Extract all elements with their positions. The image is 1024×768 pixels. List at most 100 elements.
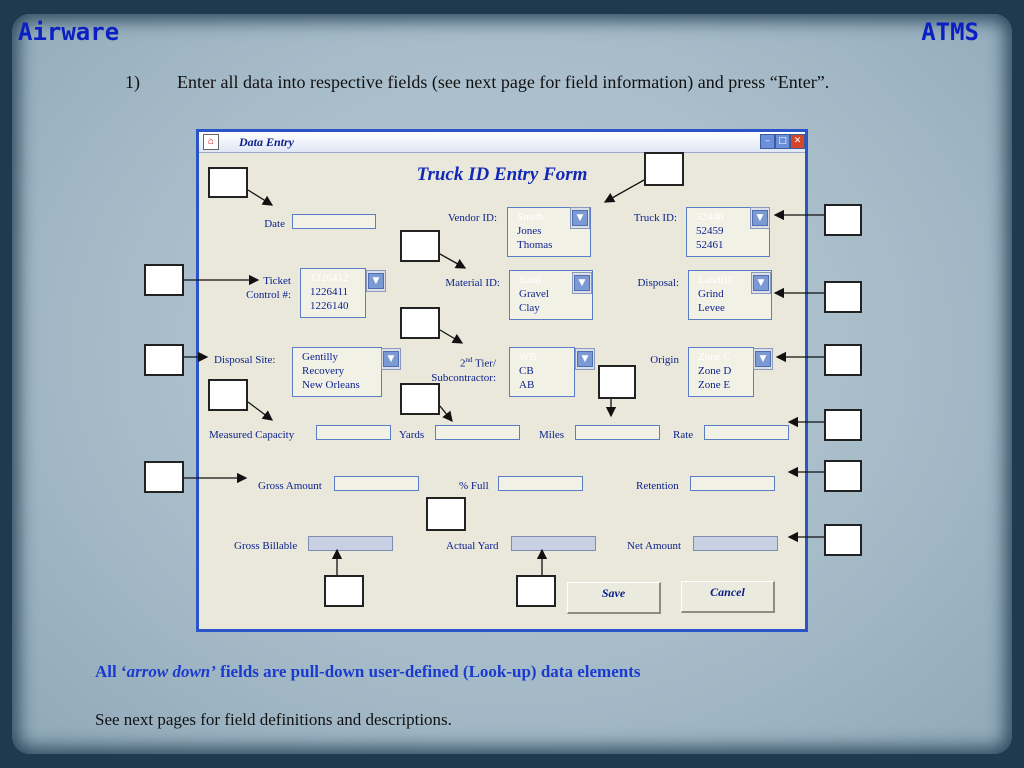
callout-box [208,379,248,411]
ticket-option[interactable]: 1226140 [310,300,349,312]
ticket-label-line2: Control #: [246,289,291,301]
ticket-label-line1: Ticket [263,275,291,287]
tier-label: 2nd Tier/ Subcontractor: [414,353,496,385]
truck-option[interactable]: 52459 [696,225,724,237]
save-button[interactable]: Save [567,582,661,614]
origin-option[interactable]: Zone E [698,379,731,391]
disposal-label: Disposal: [637,277,679,289]
disposal-dropdown-button[interactable]: ▼ [751,272,771,294]
vendor-option[interactable]: Smith [517,211,544,223]
actual-yard-label: Actual Yard [446,540,499,552]
actual-yard-field [511,536,596,551]
date-field[interactable] [292,214,376,229]
close-icon[interactable]: ✕ [790,134,805,149]
disposal-site-label: Disposal Site: [214,354,276,366]
vendor-dropdown-button[interactable]: ▼ [570,207,590,229]
ticket-control-list[interactable]: 1226412 1226411 1226140 [300,268,366,318]
disposal-site-option[interactable]: Recovery [302,365,345,377]
maximize-icon[interactable]: □ [775,134,790,149]
vendor-option[interactable]: Jones [517,225,542,237]
window-titlebar: ⌂ Data Entry – □ ✕ [199,132,805,153]
percent-full-field[interactable] [498,476,583,491]
callout-arrow [247,401,274,421]
step-number: 1) [125,72,140,92]
ticket-option[interactable]: 1226412 [310,272,349,284]
truck-option[interactable]: 52461 [696,239,724,251]
material-option[interactable]: Gravel [519,288,549,300]
vendor-option[interactable]: Thomas [517,239,553,251]
lookup-note-prefix: All ‘ [95,662,127,681]
cancel-button[interactable]: Cancel [681,581,775,613]
tier-list[interactable]: WB CB AB [509,347,575,397]
tier-dropdown-button[interactable]: ▼ [575,348,595,370]
chevron-down-icon: ▼ [752,210,768,226]
callout-box [824,204,862,236]
callout-box [144,344,184,376]
chevron-down-icon: ▼ [574,275,590,291]
disposal-site-option[interactable]: New Orleans [302,379,360,391]
origin-option[interactable]: Zone C [698,351,731,363]
material-dropdown-button[interactable]: ▼ [572,272,592,294]
material-option[interactable]: Sand [519,274,541,286]
callout-box [208,167,248,198]
material-option[interactable]: Clay [519,302,540,314]
rate-field[interactable] [704,425,789,440]
tier-option[interactable]: WB [519,351,537,363]
form-title: Truck ID Entry Form [416,164,588,185]
callout-arrow [439,329,464,344]
truck-dropdown-button[interactable]: ▼ [750,207,770,229]
chevron-down-icon: ▼ [572,210,588,226]
disposal-site-option[interactable]: Gentilly [302,351,339,363]
brand-atms: ATMS [921,18,979,46]
percent-full-label: % Full [459,480,489,492]
disposal-option[interactable]: Landfill [698,274,734,286]
measured-capacity-field[interactable] [316,425,391,440]
tier-option[interactable]: AB [519,379,535,391]
callout-arrow [603,179,645,203]
yards-field[interactable] [435,425,520,440]
ticket-control-label: Ticket Control #: [219,274,291,302]
disposal-site-dropdown-button[interactable]: ▼ [381,348,401,370]
origin-option[interactable]: Zone D [698,365,732,377]
ticket-option[interactable]: 1226411 [310,286,349,298]
callout-arrow [439,405,453,423]
disposal-site-list[interactable]: Gentilly Recovery New Orleans [292,347,382,397]
callout-box [144,264,184,296]
origin-dropdown-button[interactable]: ▼ [753,348,773,370]
miles-field[interactable] [575,425,660,440]
callout-box [400,383,440,415]
chevron-down-icon: ▼ [755,351,771,367]
callout-arrow [439,253,467,269]
brand-airware: Airware [18,18,120,46]
net-amount-label: Net Amount [627,540,682,552]
tier-label-sup: nd [465,356,473,364]
chevron-down-icon: ▼ [577,351,593,367]
callout-box [644,152,684,186]
truck-option[interactable]: 52446 [696,211,724,223]
gross-amount-label: Gross Amount [258,480,322,492]
lookup-note-suffix: fields are pull-down user-defined (Look-… [215,662,641,681]
tier-label-prefix: 2 [459,357,466,370]
ticket-dropdown-button[interactable]: ▼ [366,270,386,292]
callout-box [598,365,636,399]
callout-box [824,409,862,441]
truck-id-label: Truck ID: [633,212,677,224]
retention-field[interactable] [690,476,775,491]
data-entry-window: ⌂ Data Entry – □ ✕ Truck ID Entry Form D… [196,129,808,632]
origin-list[interactable]: Zone C Zone D Zone E [688,347,754,397]
disposal-option[interactable]: Grind [698,288,724,300]
callout-box [324,575,364,607]
disposal-option[interactable]: Levee [698,302,725,314]
chevron-down-icon: ▼ [383,351,399,367]
gross-amount-field[interactable] [334,476,419,491]
minimize-icon[interactable]: – [760,134,775,149]
origin-label: Origin [650,354,679,366]
tier-option[interactable]: CB [519,365,534,377]
lookup-note: All ‘arrow down’ fields are pull-down us… [95,662,640,682]
lookup-note-emphasis: arrow down’ [126,662,216,681]
disposal-list[interactable]: Landfill Grind Levee [688,270,772,320]
gross-billable-label: Gross Billable [234,540,298,552]
callout-box [426,497,466,531]
callout-box [144,461,184,493]
